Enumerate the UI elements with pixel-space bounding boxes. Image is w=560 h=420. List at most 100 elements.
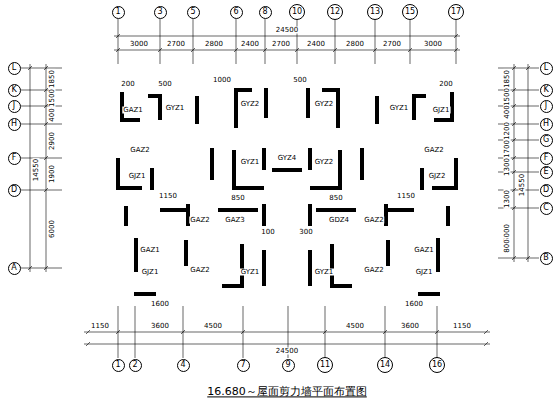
dimension-text: 1150: [90, 323, 110, 330]
wall-segment: [124, 206, 128, 226]
wall-segment: [210, 148, 214, 180]
wall-segment: [195, 96, 199, 124]
axis-bubble: 8: [259, 6, 272, 19]
wall-segment: [232, 186, 264, 190]
dimension-text: 1150: [396, 193, 416, 200]
axis-number: G: [543, 136, 549, 144]
dimension-lines: [28, 34, 530, 346]
wall-segment: [454, 158, 458, 190]
axis-bubble: F: [8, 152, 21, 165]
shear-walls: [116, 88, 458, 296]
dimension-text: 24500: [275, 27, 299, 34]
axis-bubble: 7: [237, 359, 250, 372]
wall-segment: [330, 284, 352, 288]
wall-segment: [150, 168, 154, 190]
axis-bubble: 10: [289, 4, 305, 20]
axis-bubble: 15: [402, 4, 418, 20]
wall-segment: [450, 92, 454, 122]
wall-segment: [375, 96, 379, 124]
axis-bubble: 5: [187, 6, 200, 19]
dimension-text: 200: [120, 81, 135, 88]
axis-bubble: L: [8, 62, 21, 75]
dimension-text: 4500: [345, 323, 365, 330]
dimension-text: 2700: [271, 41, 291, 48]
dimension-text: 1300: [504, 189, 511, 209]
dimension-text: 1900: [49, 164, 56, 184]
wall-segment: [234, 88, 252, 92]
wall-tag: GAZ1: [122, 107, 143, 114]
axis-number: 10: [292, 8, 302, 16]
wall-tag: GAZ2: [189, 267, 210, 274]
axis-bubble: 16: [429, 357, 445, 373]
dimension-text: 2400: [240, 41, 260, 48]
dimension-text: 3600: [150, 323, 170, 330]
dimension-text: 14550: [519, 173, 526, 197]
wall-segment: [116, 158, 120, 190]
axis-number: A: [11, 264, 16, 272]
axis-bubble: J: [540, 100, 553, 113]
wall-tag: GDZ4: [328, 217, 350, 224]
wall-tag: GJZ1: [141, 269, 160, 276]
axis-number: F: [544, 154, 549, 162]
wall-segment: [184, 240, 188, 266]
dimension-text: 1600: [404, 301, 424, 308]
axis-bubble: F: [540, 152, 553, 165]
axis-bubble: D: [8, 184, 21, 197]
wall-tag: GYZ4: [277, 155, 298, 162]
axis-number: 17: [451, 8, 461, 16]
dimension-text: 850: [328, 195, 343, 202]
wall-segment: [436, 238, 440, 272]
dimension-text: 1700: [504, 139, 511, 159]
wall-segment: [116, 186, 142, 190]
wall-tag: GJZ1: [128, 173, 147, 180]
dimension-text: 3600: [400, 323, 420, 330]
wall-segment: [287, 168, 302, 172]
wall-segment: [262, 250, 266, 286]
axis-number: 16: [432, 361, 442, 369]
dimension-text: 1850: [504, 69, 511, 89]
wall-segment: [148, 94, 162, 98]
axis-number: 6: [233, 8, 238, 16]
wall-segment: [262, 204, 266, 226]
axis-bubble: L: [540, 62, 553, 75]
axis-bubble: G: [540, 134, 553, 147]
dimension-text: 400: [504, 104, 511, 119]
axis-number: J: [545, 102, 547, 110]
wall-segment: [308, 148, 312, 170]
wall-segment: [308, 250, 312, 286]
wall-tag: GAZ2: [189, 217, 210, 224]
wall-tag: GAZ1: [139, 247, 160, 254]
axis-bubble: B: [540, 252, 553, 265]
wall-segment: [418, 292, 440, 296]
wall-segment: [322, 88, 340, 92]
wall-segment: [434, 118, 454, 122]
wall-tag: GYZ1: [240, 269, 261, 276]
axis-number: L: [12, 64, 16, 72]
axis-number: J: [13, 102, 15, 110]
dimension-text: 2800: [345, 41, 365, 48]
dimension-text: 2400: [306, 41, 326, 48]
wall-segment: [308, 204, 312, 226]
wall-tag: GAZ2: [129, 147, 150, 154]
dimension-text: 200: [438, 81, 453, 88]
wall-segment: [330, 244, 334, 286]
dimension-text: 100: [260, 229, 275, 236]
dimension-text: 14550: [33, 158, 40, 182]
axis-bubble: J: [8, 100, 21, 113]
axis-number: 7: [240, 361, 245, 369]
wall-segment: [232, 150, 236, 190]
axis-bubble: D: [540, 184, 553, 197]
wall-tag: GAZ2: [423, 147, 444, 154]
axis-bubble: K: [540, 84, 553, 97]
dimension-text: 1300: [504, 157, 511, 177]
wall-tag: GYZ1: [165, 105, 186, 112]
axis-bubble: 14: [377, 357, 393, 373]
wall-segment: [338, 150, 342, 190]
axis-bubble: 1: [112, 359, 125, 372]
axis-bubble: 9: [282, 359, 295, 372]
axis-number: 1: [115, 361, 120, 369]
wall-segment: [432, 186, 458, 190]
axis-bubble: A: [8, 262, 21, 275]
dimension-text: 24500: [275, 348, 299, 355]
axis-bubble: 3: [154, 6, 167, 19]
